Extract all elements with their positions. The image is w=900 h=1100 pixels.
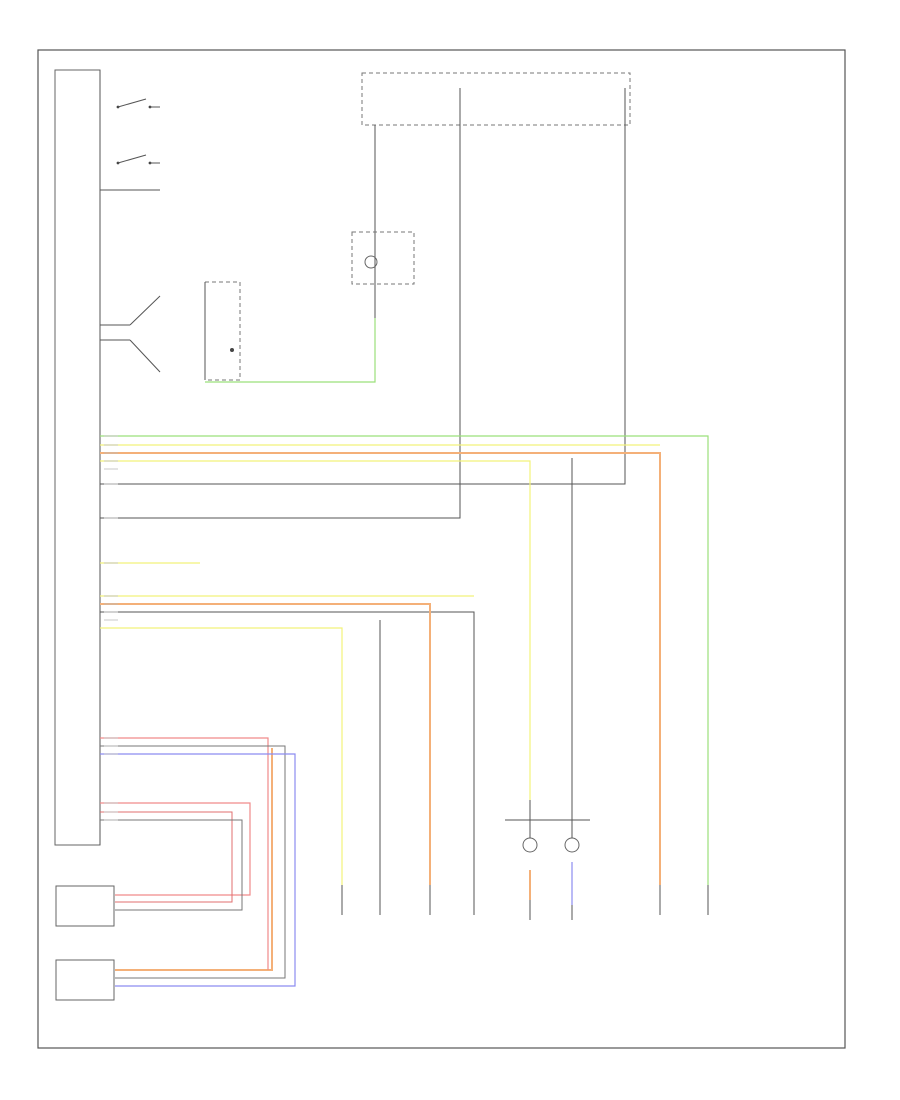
fuse-box	[361, 72, 631, 140]
clock-spring	[505, 800, 590, 853]
wire-yellow-clock	[100, 460, 531, 800]
wire-orange-sensor	[115, 748, 273, 971]
wire-orange-mid	[100, 603, 431, 885]
wire-yellow-front	[100, 627, 343, 885]
upper-switch	[116, 98, 160, 109]
wire-blue-sensor	[100, 753, 296, 987]
front-seat-module	[341, 885, 381, 915]
wire-green-main	[100, 435, 709, 885]
driver-airbag-module	[529, 900, 573, 920]
lower-switch	[116, 154, 160, 165]
wire-red-sensor-top	[100, 737, 269, 970]
wire-red-inner	[100, 811, 233, 903]
pin-markers	[104, 435, 118, 821]
airbag-switch-assembly	[100, 281, 241, 381]
warning-indicator	[351, 231, 415, 318]
rear-seat-module	[429, 885, 475, 915]
wire-orange-right	[100, 452, 661, 885]
diagram-frame	[37, 49, 846, 1049]
wire-gray-loop	[100, 819, 243, 911]
wire-green-lamp	[205, 318, 376, 383]
front-impact-sensor	[55, 885, 115, 927]
wire-red-loop	[100, 802, 251, 896]
control-module	[54, 69, 160, 846]
wire-gray-rear	[100, 611, 475, 885]
side-impact-sensor	[55, 959, 115, 1001]
wire-gray-sensor	[100, 745, 286, 979]
wire-black-center	[100, 125, 461, 519]
passenger-airbag-module	[659, 885, 709, 915]
wire-black-right	[100, 125, 626, 485]
